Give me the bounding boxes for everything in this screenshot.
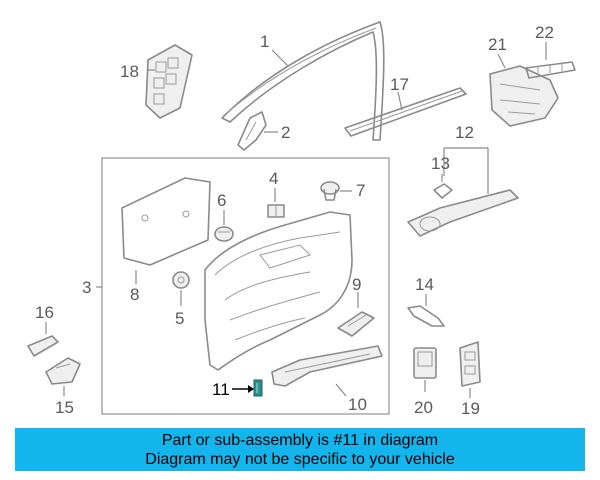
callout-8: 8	[130, 285, 139, 304]
callout-2: 2	[281, 123, 290, 142]
info-banner: Part or sub-assembly is #11 in diagram D…	[15, 428, 585, 471]
callout-10: 10	[348, 395, 367, 414]
part-16-clip	[27, 335, 59, 357]
callout-6: 6	[217, 191, 226, 210]
part-4-clip	[267, 204, 285, 218]
part-5-grommet	[172, 271, 190, 289]
parts-diagram: 1 2 17 18 21 22 12	[27, 21, 576, 418]
part-13-clip	[433, 183, 453, 199]
callout-18: 18	[120, 62, 139, 81]
leader-12	[443, 147, 489, 194]
part-7-fastener	[320, 181, 340, 201]
callout-12: 12	[455, 123, 474, 142]
leader-10	[335, 383, 347, 397]
part-18-window-switch	[145, 44, 193, 119]
callout-11: 11	[212, 380, 230, 399]
banner-line-1: Part or sub-assembly is #11 in diagram	[161, 431, 439, 449]
callout-5: 5	[175, 309, 184, 328]
callout-7: 7	[356, 181, 365, 200]
door-trim-panel	[204, 211, 353, 371]
part-21-seat-switch	[489, 65, 559, 127]
callout-9: 9	[352, 275, 361, 294]
part-19-switch	[459, 341, 481, 387]
leader-11-arrowhead	[248, 385, 254, 393]
banner-line-2: Diagram may not be specific to your vehi…	[145, 450, 455, 468]
callout-3: 3	[82, 278, 91, 297]
part-8-insulator	[121, 177, 211, 266]
part-22-memory-buttons	[525, 61, 576, 79]
callout-15: 15	[55, 398, 74, 417]
part-11-connector	[253, 379, 263, 397]
leader-17	[397, 91, 403, 111]
part-2-corner-trim	[237, 111, 267, 151]
callout-21: 21	[488, 35, 507, 54]
callout-19: 19	[461, 399, 480, 418]
callout-22: 22	[535, 23, 554, 42]
callout-16: 16	[35, 303, 54, 322]
part-20-switch	[413, 347, 437, 379]
callout-4: 4	[269, 169, 278, 188]
leader-1	[271, 49, 289, 67]
callout-20: 20	[414, 398, 433, 417]
callout-17: 17	[390, 75, 409, 94]
part-17-weatherstrip	[344, 87, 467, 137]
callout-14: 14	[415, 275, 434, 294]
part-12-trim-strip	[407, 189, 519, 237]
callout-1: 1	[260, 32, 269, 51]
leader-21	[497, 53, 506, 69]
part-15-connector	[45, 357, 81, 385]
part-10-armrest	[271, 345, 383, 387]
callout-13: 13	[431, 154, 450, 173]
door-panel-group-frame	[101, 157, 390, 415]
part-9-door-handle	[337, 311, 375, 337]
part-1-window-frame-trim	[221, 21, 385, 141]
part-6-retainer	[214, 226, 234, 242]
part-14-bracket	[407, 305, 445, 327]
